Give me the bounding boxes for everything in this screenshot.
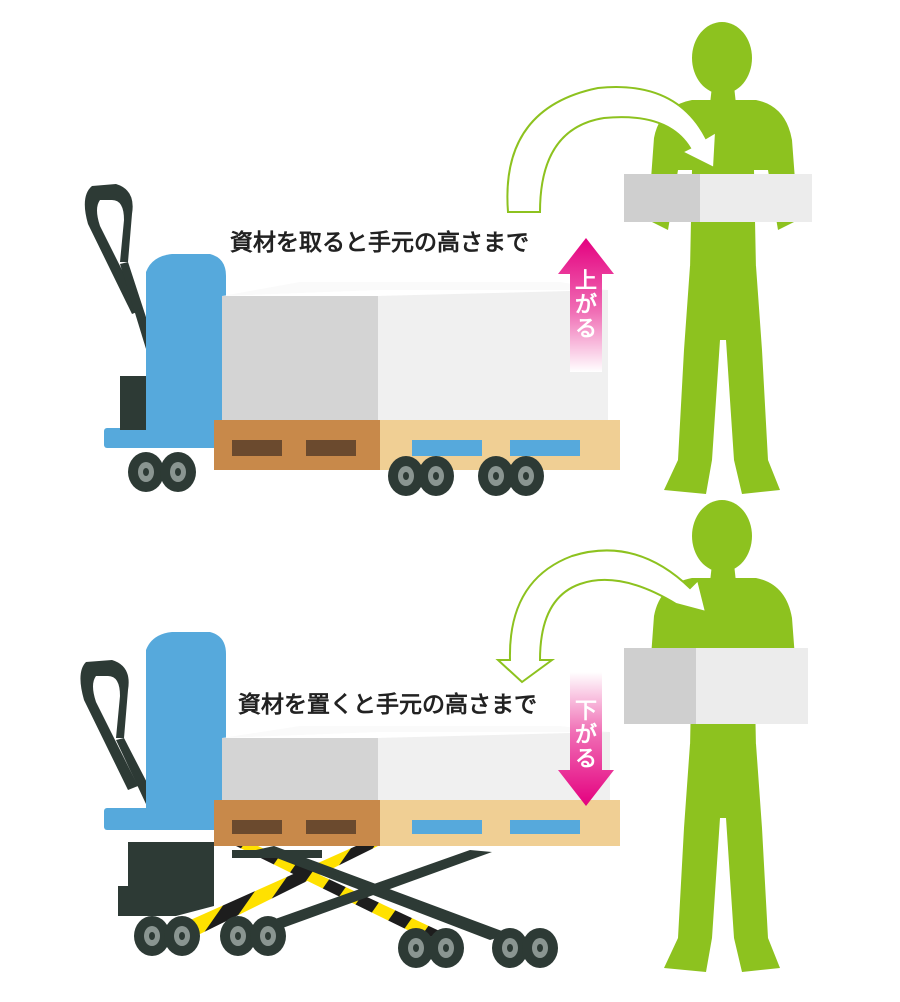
pallet-truck-top — [84, 184, 620, 496]
held-box-bottom — [624, 648, 808, 724]
up-arrow-char-3: る — [575, 317, 597, 342]
curved-arrow-top — [506, 86, 718, 213]
down-arrow-char-1: 下 — [575, 699, 597, 724]
down-arrow-char-2: が — [575, 722, 597, 748]
up-arrow-char-2: が — [575, 292, 597, 318]
up-arrow-char-1: 上 — [575, 269, 597, 294]
caption-top: 資材を取ると手元の高さまで — [230, 229, 529, 256]
top-panel: 上 が る 資材を取ると手元の高さまで — [84, 22, 812, 496]
curved-arrow-bottom — [495, 549, 708, 684]
scissor-lift-truck-bottom — [80, 632, 620, 968]
caption-bottom: 資材を置くと手元の高さまで — [238, 691, 537, 718]
worker-figure-top — [648, 22, 798, 494]
down-arrow: 下 が る — [558, 672, 614, 806]
down-arrow-char-3: る — [575, 747, 597, 772]
held-box-top — [624, 174, 812, 222]
bottom-panel: 下 が る 資材を置くと手元の高さまで — [80, 500, 808, 972]
up-arrow: 上 が る — [558, 238, 614, 372]
